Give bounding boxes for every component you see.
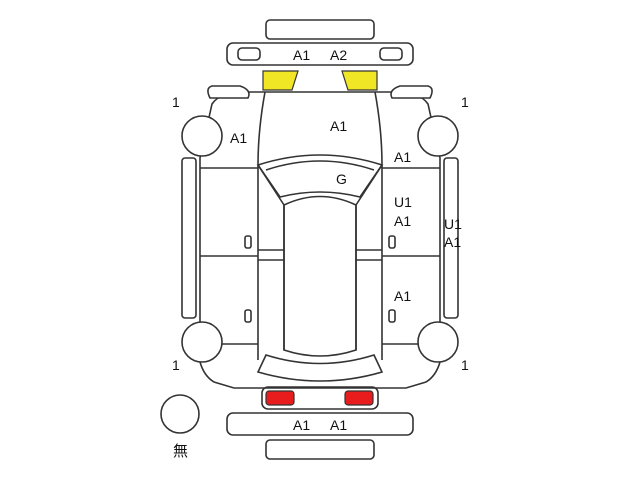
headlight-right — [341, 70, 378, 91]
rear-strip — [265, 439, 375, 460]
label-front-bumper-right: A2 — [330, 47, 347, 63]
wheel-front-left — [181, 115, 223, 157]
front-bumper — [226, 42, 414, 66]
door-handle-rl — [244, 309, 252, 323]
wheel-front-right — [417, 115, 459, 157]
label-front-door-right-2: A1 — [394, 213, 411, 229]
rear-light-bar — [261, 386, 379, 410]
wheel-rear-left — [181, 321, 223, 363]
rocker-left — [181, 157, 197, 319]
pillar-left — [257, 164, 285, 360]
door-handle-fl — [244, 235, 252, 249]
door-handle-rr — [388, 309, 396, 323]
label-front-fender-left: A1 — [230, 130, 247, 146]
windshield-inner — [265, 160, 375, 171]
label-hood: A1 — [330, 118, 347, 134]
wheel-rear-right — [417, 321, 459, 363]
rear-window — [256, 354, 384, 382]
label-rear-bumper-left: A1 — [293, 417, 310, 433]
label-spare-none: 無 — [173, 442, 188, 460]
label-windshield: G — [336, 171, 347, 187]
label-front-bumper-left: A1 — [293, 47, 310, 63]
label-rocker-right-1: U1 — [444, 216, 462, 232]
rear-bumper — [226, 412, 414, 436]
label-wheel-rear-right: 1 — [461, 357, 469, 373]
spare-tire — [160, 394, 200, 434]
mirror-right — [390, 85, 433, 99]
headlight-left — [262, 70, 299, 91]
door-handle-fr — [388, 235, 396, 249]
label-front-fender-right: A1 — [394, 149, 411, 165]
label-wheel-front-left: 1 — [172, 94, 180, 110]
taillight-left — [265, 390, 295, 406]
door-lines-left — [200, 167, 284, 345]
rocker-right — [443, 157, 459, 319]
door-lines-right — [356, 167, 440, 345]
label-rear-bumper-right: A1 — [330, 417, 347, 433]
label-wheel-rear-left: 1 — [172, 357, 180, 373]
mirror-left — [207, 85, 250, 99]
hood — [257, 91, 266, 166]
label-rocker-right-2: A1 — [444, 234, 461, 250]
hood-edge-right — [374, 91, 383, 166]
label-rear-door-right: A1 — [394, 288, 411, 304]
front-strip — [265, 19, 375, 40]
pillar-right — [355, 164, 383, 360]
label-front-door-right-1: U1 — [394, 194, 412, 210]
label-wheel-front-right: 1 — [461, 94, 469, 110]
taillight-right — [344, 390, 374, 406]
